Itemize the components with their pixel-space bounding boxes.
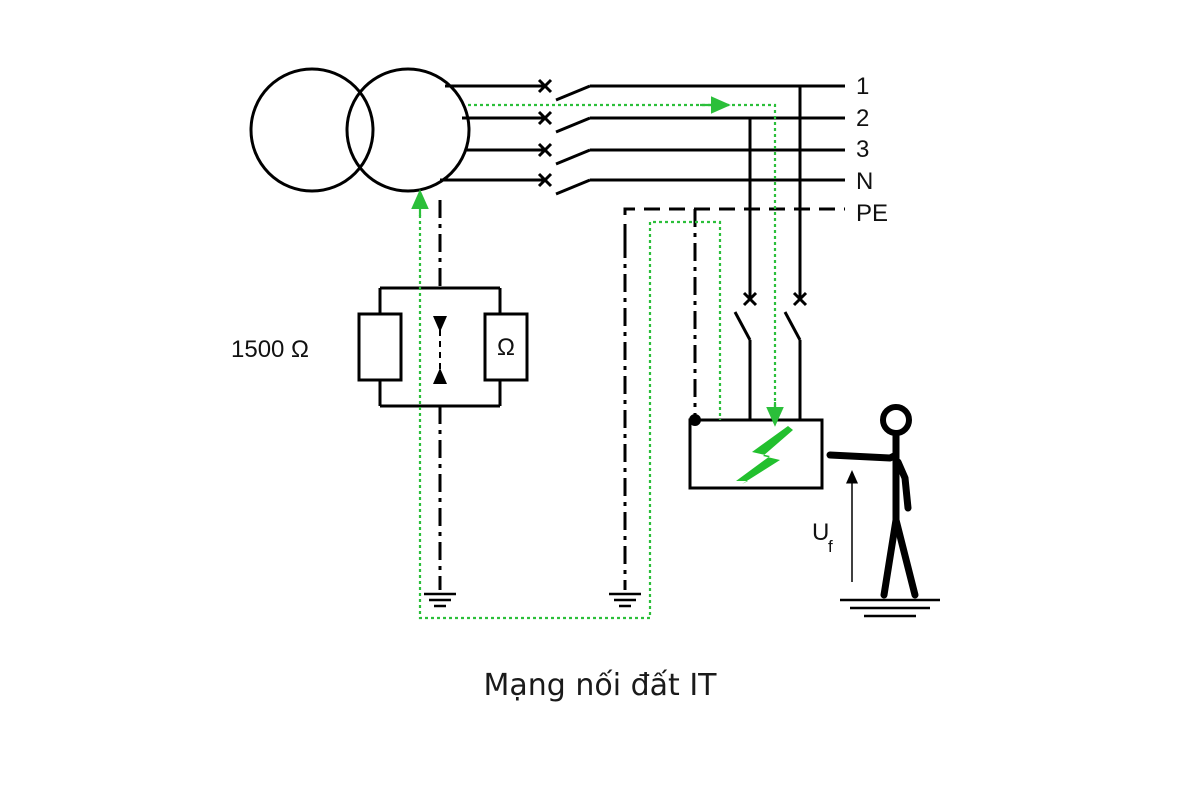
- fault-current-path-phase: [468, 103, 777, 414]
- touch-voltage-subscript: f: [828, 537, 833, 556]
- neutral-impedance-network: Ω 1500 Ω: [231, 200, 529, 590]
- resistor-label: 1500 Ω: [231, 336, 309, 363]
- main-breakers-icon: [537, 78, 591, 196]
- ground-icon: [609, 592, 641, 608]
- ground-icon: [424, 592, 456, 608]
- ground-icon: [840, 598, 940, 618]
- arrow-down-icon: [433, 316, 447, 332]
- insulation-monitor-icon: [483, 312, 529, 382]
- fault-current-path: [418, 215, 722, 620]
- transformer-icon: [249, 67, 471, 193]
- line-labels: 1 2 3 N PE: [856, 73, 888, 227]
- line-label-n: N: [856, 168, 873, 195]
- arrow-up-icon: [433, 368, 447, 384]
- resistor-icon: [357, 312, 403, 382]
- diagram-caption: Mạng nối đất IT: [483, 668, 717, 703]
- ohm-symbol: Ω: [497, 334, 515, 361]
- line-label-pe: PE: [856, 200, 888, 227]
- load-feeders: [733, 86, 808, 420]
- touch-voltage-label: U: [812, 519, 829, 546]
- equipment-enclosure: [688, 418, 824, 490]
- line-label-1: 1: [856, 73, 869, 100]
- line-label-2: 2: [856, 105, 869, 132]
- lightning-bolt-icon: [736, 426, 793, 484]
- busbars: [590, 84, 845, 240]
- supply-conductors: [440, 84, 545, 182]
- person-icon: [826, 404, 919, 599]
- line-label-3: 3: [856, 136, 869, 163]
